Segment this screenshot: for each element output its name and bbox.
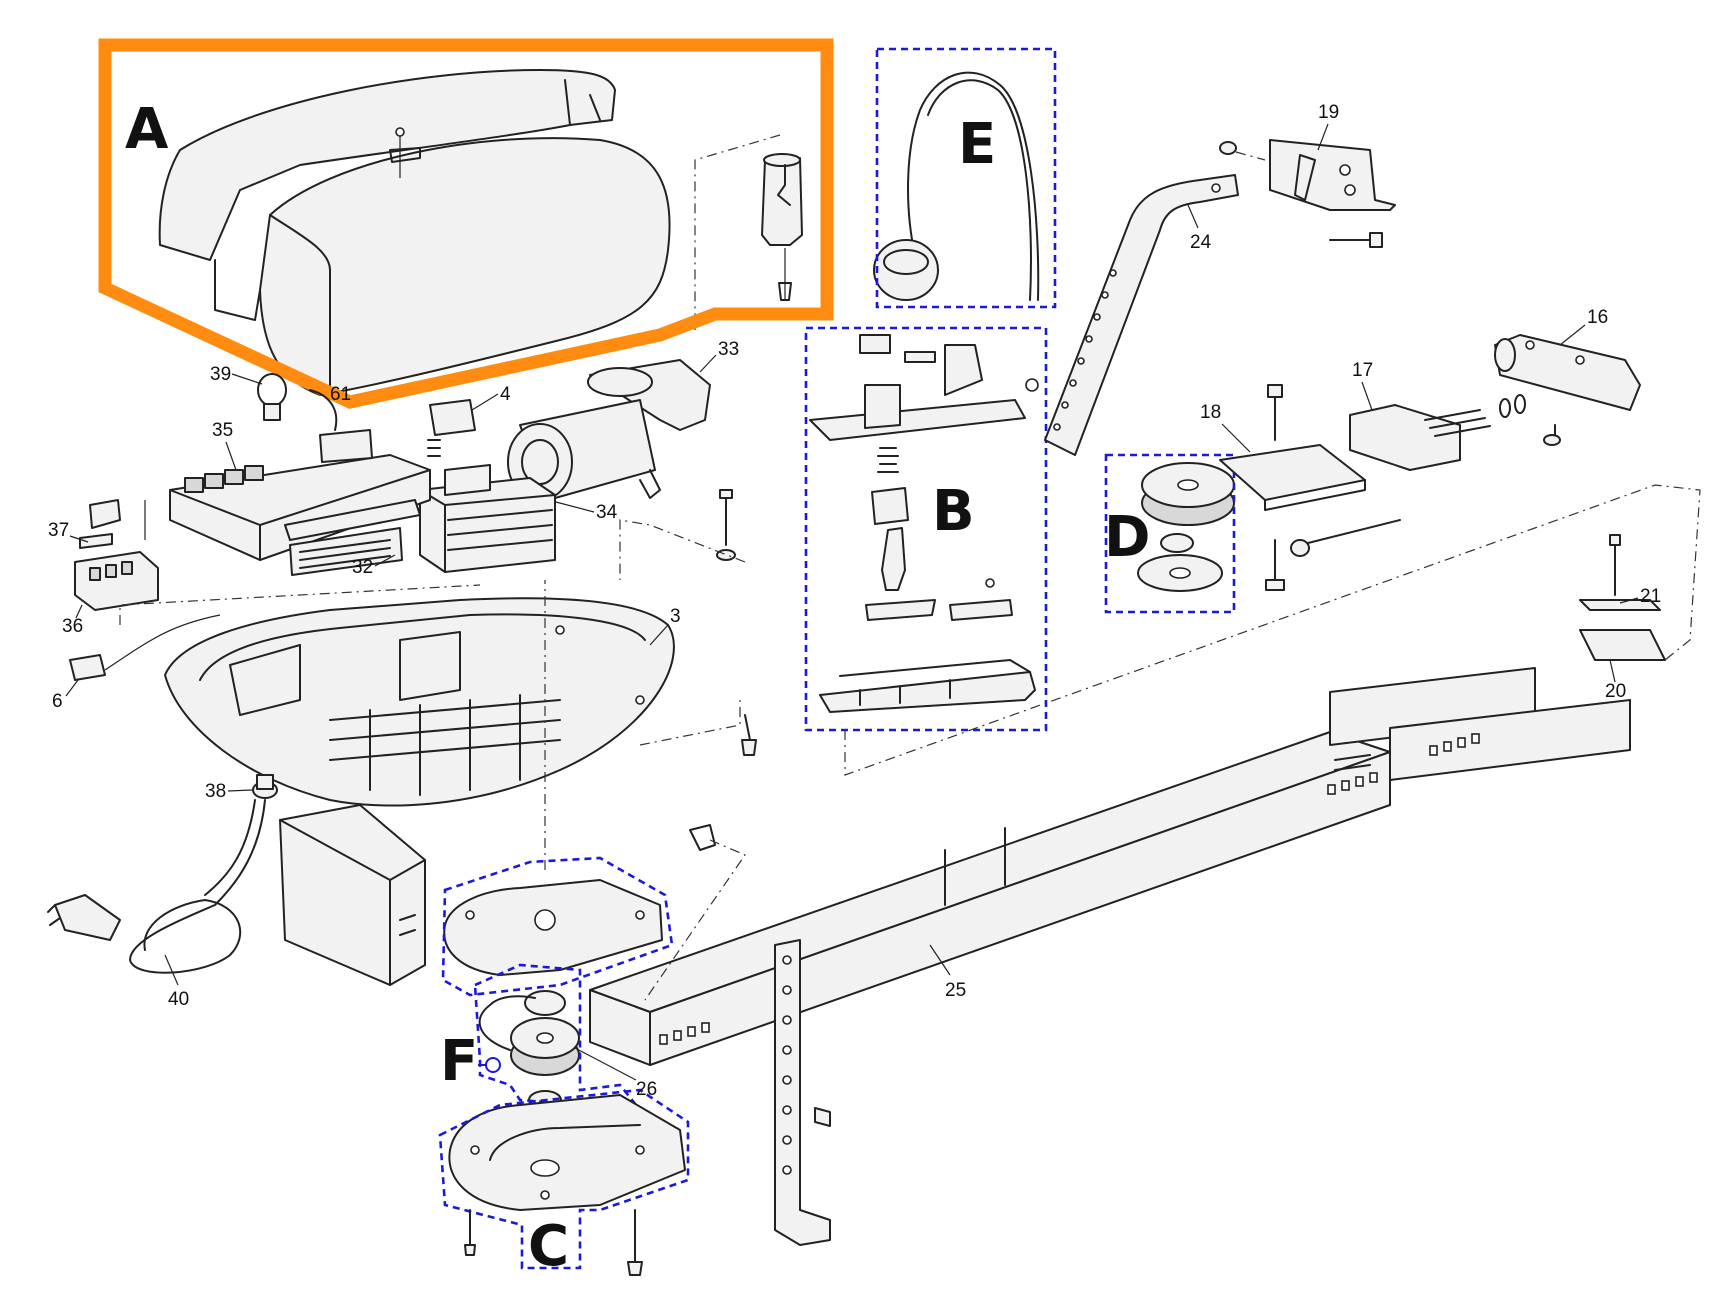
carriage-assembly bbox=[809, 334, 1039, 713]
rail-slot-holes bbox=[659, 733, 1480, 1045]
part-labels: 39 61 4 33 35 37 34 32 36 3 6 38 40 26 2… bbox=[48, 102, 1661, 1100]
assembly-line-block bbox=[119, 584, 481, 625]
highlight-group-a bbox=[98, 38, 834, 409]
wall-bracket bbox=[1219, 139, 1396, 248]
part-number-24: 24 bbox=[1190, 232, 1212, 253]
part-number-37: 37 bbox=[48, 520, 69, 541]
group-label-a: A bbox=[125, 97, 169, 162]
group-label-d: D bbox=[1104, 505, 1150, 570]
part-number-40: 40 bbox=[168, 989, 189, 1010]
part-number-16: 16 bbox=[1587, 307, 1608, 328]
part-number-33: 33 bbox=[718, 339, 739, 360]
control-board bbox=[169, 429, 431, 576]
highlight-upper-housing bbox=[441, 856, 674, 997]
idler-pulley bbox=[1137, 462, 1235, 592]
group-label-e: E bbox=[958, 112, 996, 177]
group-label-c: C bbox=[528, 1214, 569, 1279]
assembly-line-bolt bbox=[619, 519, 746, 580]
rail-end-bracket bbox=[1494, 334, 1641, 446]
rail-end-clip bbox=[1579, 534, 1666, 661]
part-number-25: 25 bbox=[945, 980, 966, 1001]
part-number-38: 38 bbox=[205, 781, 226, 802]
pulley-support-plate bbox=[1219, 384, 1401, 591]
highlight-group-b bbox=[804, 326, 1048, 732]
emergency-release-cable bbox=[873, 71, 1040, 301]
group-f-marker bbox=[485, 1057, 501, 1073]
tensioner-spring-bracket bbox=[1349, 394, 1526, 471]
drive-sprocket bbox=[478, 990, 580, 1110]
transformer bbox=[419, 464, 556, 573]
lamp-bulb bbox=[257, 373, 338, 431]
power-supply-box bbox=[279, 804, 426, 986]
part-number-34: 34 bbox=[596, 502, 618, 523]
motor-gearbox bbox=[507, 359, 711, 501]
part-number-20: 20 bbox=[1605, 681, 1626, 702]
fixing-bolt bbox=[716, 489, 757, 756]
part-number-17: 17 bbox=[1352, 360, 1373, 381]
part-number-35: 35 bbox=[212, 420, 233, 441]
assembly-line-plate bbox=[639, 700, 741, 746]
part-number-19: 19 bbox=[1318, 102, 1339, 123]
base-plate bbox=[164, 597, 675, 807]
part-number-39: 39 bbox=[210, 364, 231, 385]
part-number-26: 26 bbox=[636, 1079, 657, 1100]
part-number-61: 61 bbox=[330, 384, 351, 405]
cable-gland bbox=[252, 774, 278, 799]
ceiling-hanger-bracket bbox=[644, 824, 831, 1246]
power-cord-plug bbox=[47, 799, 266, 974]
small-cover-plate bbox=[69, 654, 106, 681]
rail-track bbox=[589, 667, 1631, 1066]
assembly-line-rail bbox=[844, 484, 1701, 776]
lower-housing bbox=[448, 1094, 686, 1211]
connecting-arm bbox=[1044, 174, 1239, 456]
part-number-3: 3 bbox=[670, 606, 681, 627]
part-number-4: 4 bbox=[500, 384, 511, 405]
lamp-holder bbox=[427, 399, 476, 457]
part-number-6: 6 bbox=[52, 691, 63, 712]
group-label-b: B bbox=[932, 479, 975, 544]
terminal-block bbox=[74, 499, 159, 611]
part-number-36: 36 bbox=[62, 616, 83, 637]
highlight-group-c bbox=[438, 1088, 690, 1270]
cover-light-diffuser bbox=[694, 134, 803, 330]
highlight-group-d bbox=[1104, 453, 1236, 614]
part-number-18: 18 bbox=[1200, 402, 1221, 423]
housing-cover bbox=[158, 69, 671, 396]
lower-screws bbox=[464, 1209, 643, 1276]
group-label-f: F bbox=[440, 1029, 478, 1094]
drive-sprocket-housing bbox=[443, 879, 663, 976]
part-number-32: 32 bbox=[352, 557, 373, 578]
highlight-group-e bbox=[875, 47, 1057, 309]
part-number-21: 21 bbox=[1640, 586, 1661, 607]
